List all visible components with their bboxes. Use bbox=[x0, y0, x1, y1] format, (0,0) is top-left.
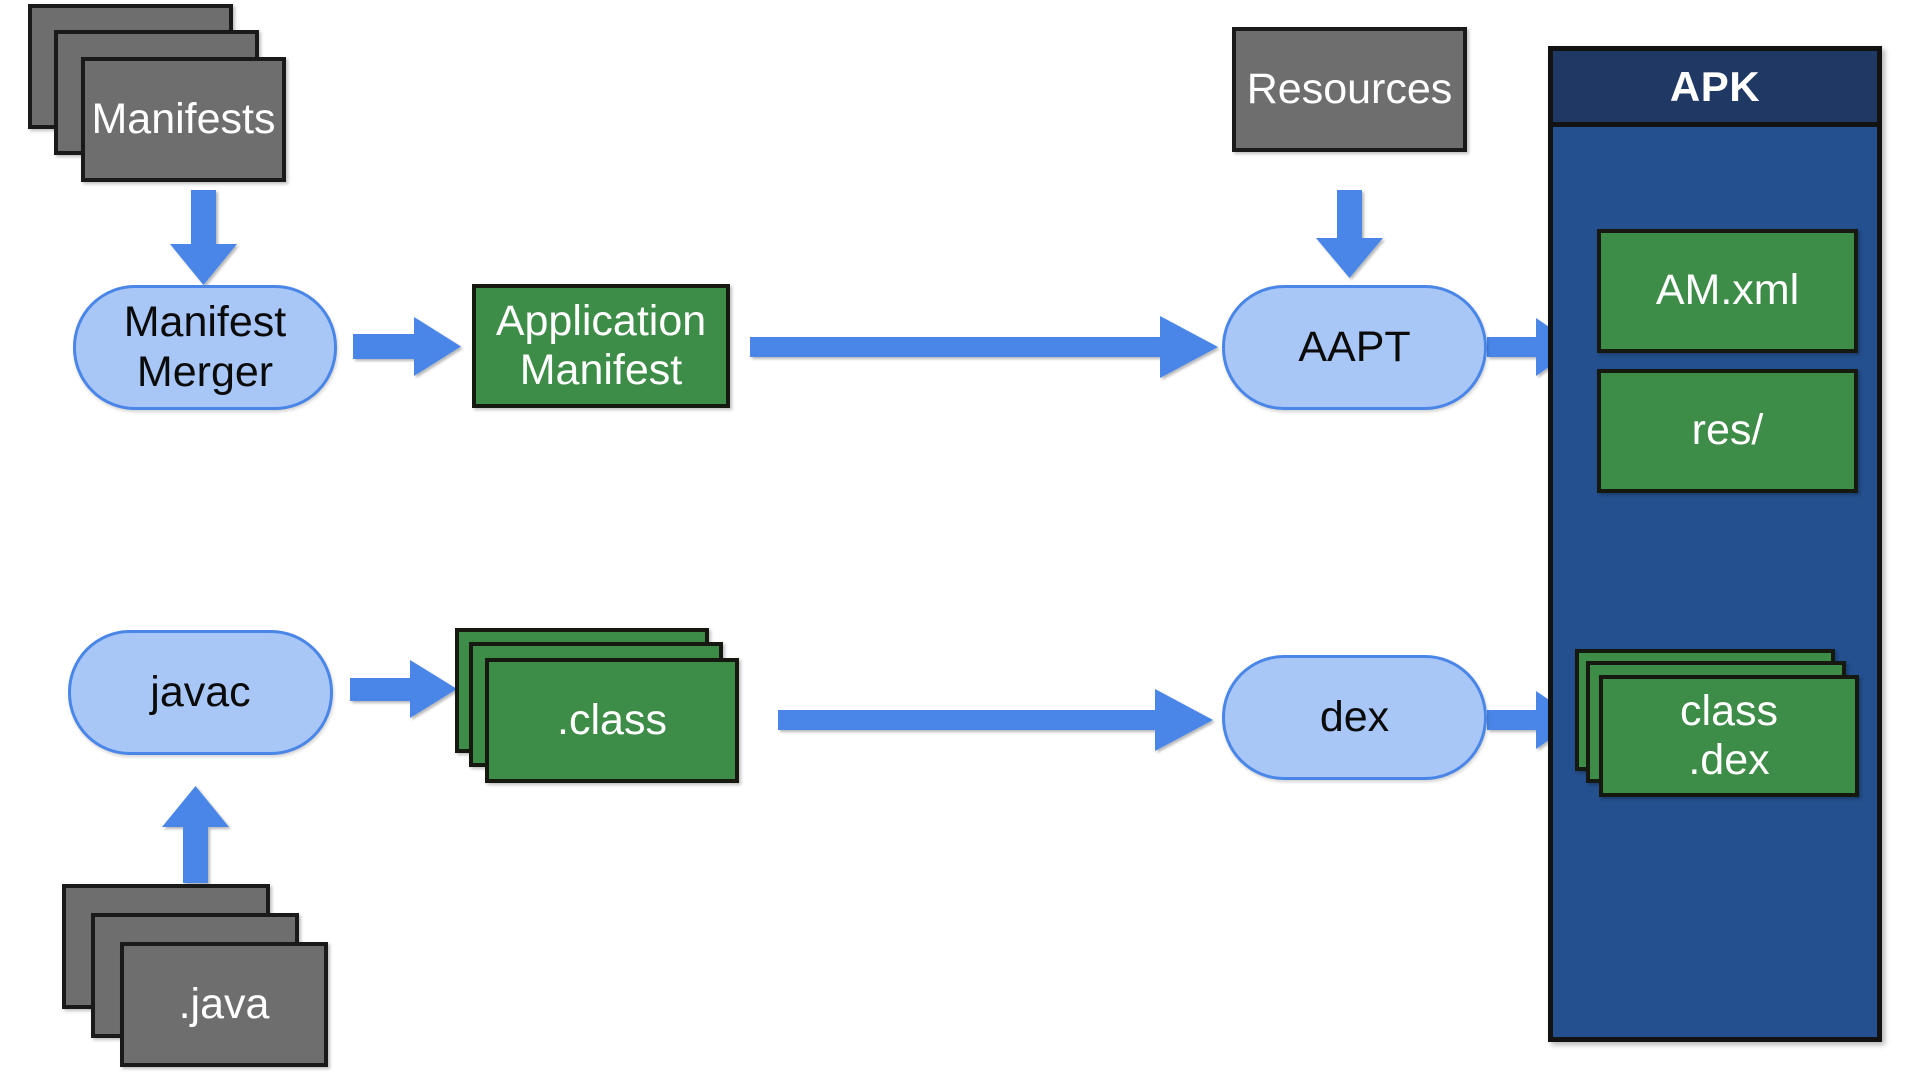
apk-am-xml-node[interactable]: AM.xml bbox=[1597, 229, 1858, 353]
apk-title: APK bbox=[1553, 51, 1877, 127]
application-manifest-node[interactable]: Application Manifest bbox=[472, 284, 730, 408]
arrow-application-manifest-to-aapt bbox=[750, 316, 1218, 378]
apk-class-dex-stack: class .dex bbox=[1575, 649, 1871, 824]
resources-node[interactable]: Resources bbox=[1232, 27, 1467, 152]
manifests-card-front[interactable]: Manifests bbox=[81, 57, 286, 182]
class-dex-card-front[interactable]: class .dex bbox=[1599, 675, 1859, 797]
class-files-stack: .class bbox=[455, 628, 755, 803]
java-sources-stack: .java bbox=[62, 884, 337, 1079]
javac-node[interactable]: javac bbox=[68, 630, 333, 755]
class-card-front[interactable]: .class bbox=[485, 658, 739, 783]
dex-node[interactable]: dex bbox=[1222, 655, 1487, 780]
java-card-front[interactable]: .java bbox=[120, 942, 328, 1067]
arrow-manifests-to-manifest-merger bbox=[170, 190, 237, 285]
arrow-java-sources-to-javac bbox=[162, 786, 229, 883]
arrow-class-to-dex bbox=[778, 689, 1213, 751]
arrow-resources-to-aapt bbox=[1316, 190, 1383, 278]
arrow-javac-to-class bbox=[350, 660, 457, 718]
manifests-stack: Manifests bbox=[28, 4, 288, 194]
arrow-manifest-merger-to-application-manifest bbox=[353, 317, 461, 376]
manifest-merger-node[interactable]: Manifest Merger bbox=[73, 285, 337, 410]
aapt-node[interactable]: AAPT bbox=[1222, 285, 1487, 410]
apk-container[interactable]: APK AM.xml res/ class .dex bbox=[1548, 46, 1882, 1042]
apk-res-node[interactable]: res/ bbox=[1597, 369, 1858, 493]
